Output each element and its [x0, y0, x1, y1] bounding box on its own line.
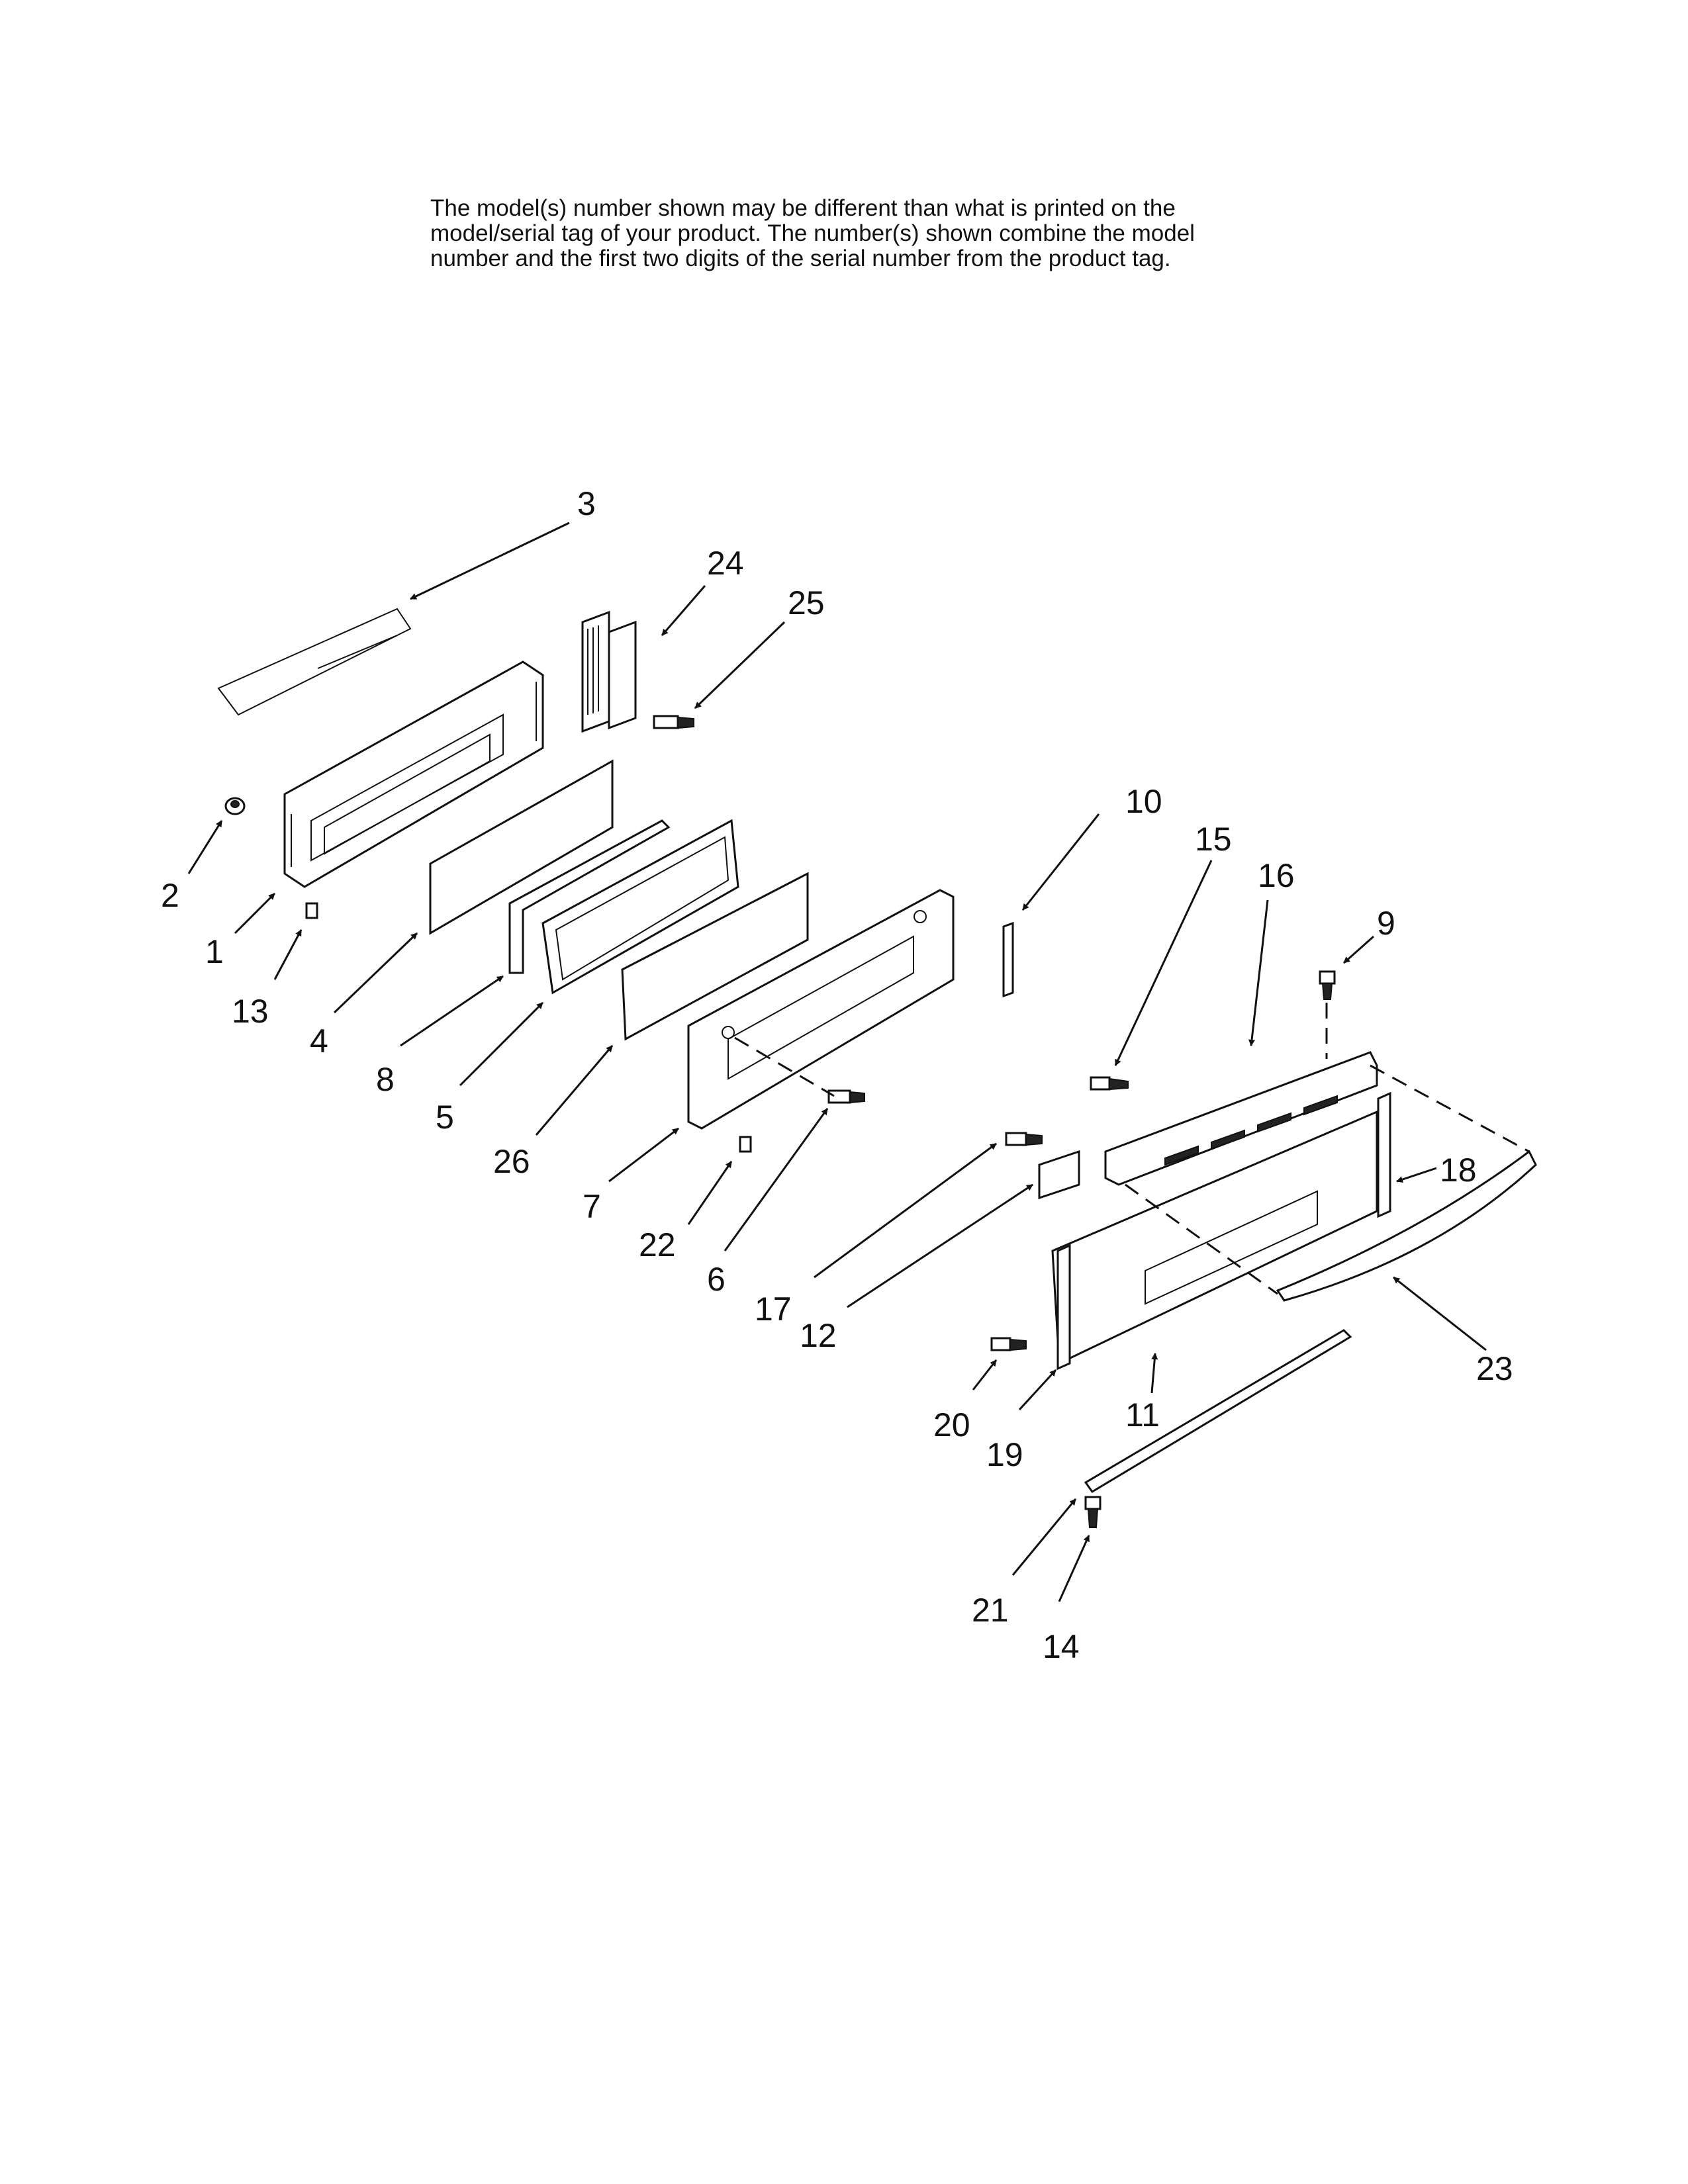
inner-glass-part	[429, 759, 614, 935]
inner-door-frame-part	[283, 660, 544, 888]
door-hinge-part	[581, 610, 637, 733]
outer-door-panel-part	[687, 889, 955, 1130]
door-panel-part-11	[1051, 1110, 1378, 1365]
part-label-10: 10	[1125, 783, 1162, 820]
clip-part-22	[739, 1136, 752, 1153]
part-label-3: 3	[577, 485, 596, 522]
model-number-note: The model(s) number shown may be differe…	[430, 196, 1317, 271]
assembly-line	[1125, 1183, 1278, 1295]
part-label-7: 7	[583, 1188, 601, 1225]
part-label-16: 16	[1258, 857, 1295, 894]
clip-part-13	[305, 902, 318, 919]
part-label-6: 6	[707, 1261, 726, 1298]
part-label-22: 22	[639, 1226, 676, 1263]
vent-screw-part	[1090, 1076, 1129, 1091]
part-label-5: 5	[436, 1099, 454, 1136]
hinge-screw-part-17	[1005, 1132, 1043, 1146]
door-handle-part	[1276, 1150, 1537, 1302]
hinge-screw-part	[653, 715, 694, 729]
note-line-1: The model(s) number shown may be differe…	[430, 195, 1176, 221]
glass-spacer-part	[508, 819, 671, 974]
part-number-labels: 3 24 25 2 1 13 4 8 5 26 7 22 6 17 12 10 …	[161, 485, 1513, 1665]
panel-screw-part	[827, 1089, 865, 1104]
part-label-11: 11	[1125, 1396, 1160, 1433]
part-label-13: 13	[232, 993, 269, 1030]
note-line-2: model/serial tag of your product. The nu…	[430, 220, 1195, 246]
side-bracket-part-18	[1377, 1091, 1391, 1218]
part-label-18: 18	[1440, 1152, 1477, 1189]
part-label-19: 19	[986, 1436, 1023, 1473]
part-label-2: 2	[161, 877, 179, 914]
door-bumper-part	[224, 797, 246, 815]
part-label-9: 9	[1377, 905, 1395, 942]
leader-lines	[187, 522, 1487, 1602]
note-line-3: number and the first two digits of the s…	[430, 246, 1171, 271]
part-label-4: 4	[310, 1023, 328, 1060]
part-label-8: 8	[376, 1061, 395, 1098]
part-label-24: 24	[707, 545, 744, 582]
part-label-26: 26	[493, 1143, 530, 1180]
glass-pack-part	[541, 819, 739, 995]
top-screw-part	[1319, 970, 1336, 1000]
outer-glass-part	[621, 872, 809, 1041]
assembly-line	[734, 1036, 835, 1097]
part-label-25: 25	[788, 584, 825, 621]
side-trim-part-19	[1056, 1244, 1071, 1371]
vent-trim-part	[1104, 1051, 1378, 1186]
trim-screw-part	[990, 1337, 1027, 1351]
part-label-21: 21	[972, 1592, 1009, 1629]
door-bracket-part-10	[1002, 921, 1014, 998]
part-label-20: 20	[933, 1406, 970, 1443]
bottom-screw-part	[1084, 1496, 1102, 1528]
part-label-15: 15	[1195, 821, 1232, 858]
part-label-12: 12	[800, 1317, 837, 1354]
part-label-23: 23	[1476, 1350, 1513, 1387]
part-label-14: 14	[1043, 1628, 1080, 1665]
hinge-receiver-part	[1038, 1150, 1080, 1200]
bottom-trim-part	[1084, 1329, 1352, 1493]
part-label-17: 17	[755, 1291, 792, 1328]
assembly-line	[1370, 1064, 1530, 1153]
part-label-1: 1	[205, 933, 224, 970]
door-gasket-part	[217, 608, 412, 716]
